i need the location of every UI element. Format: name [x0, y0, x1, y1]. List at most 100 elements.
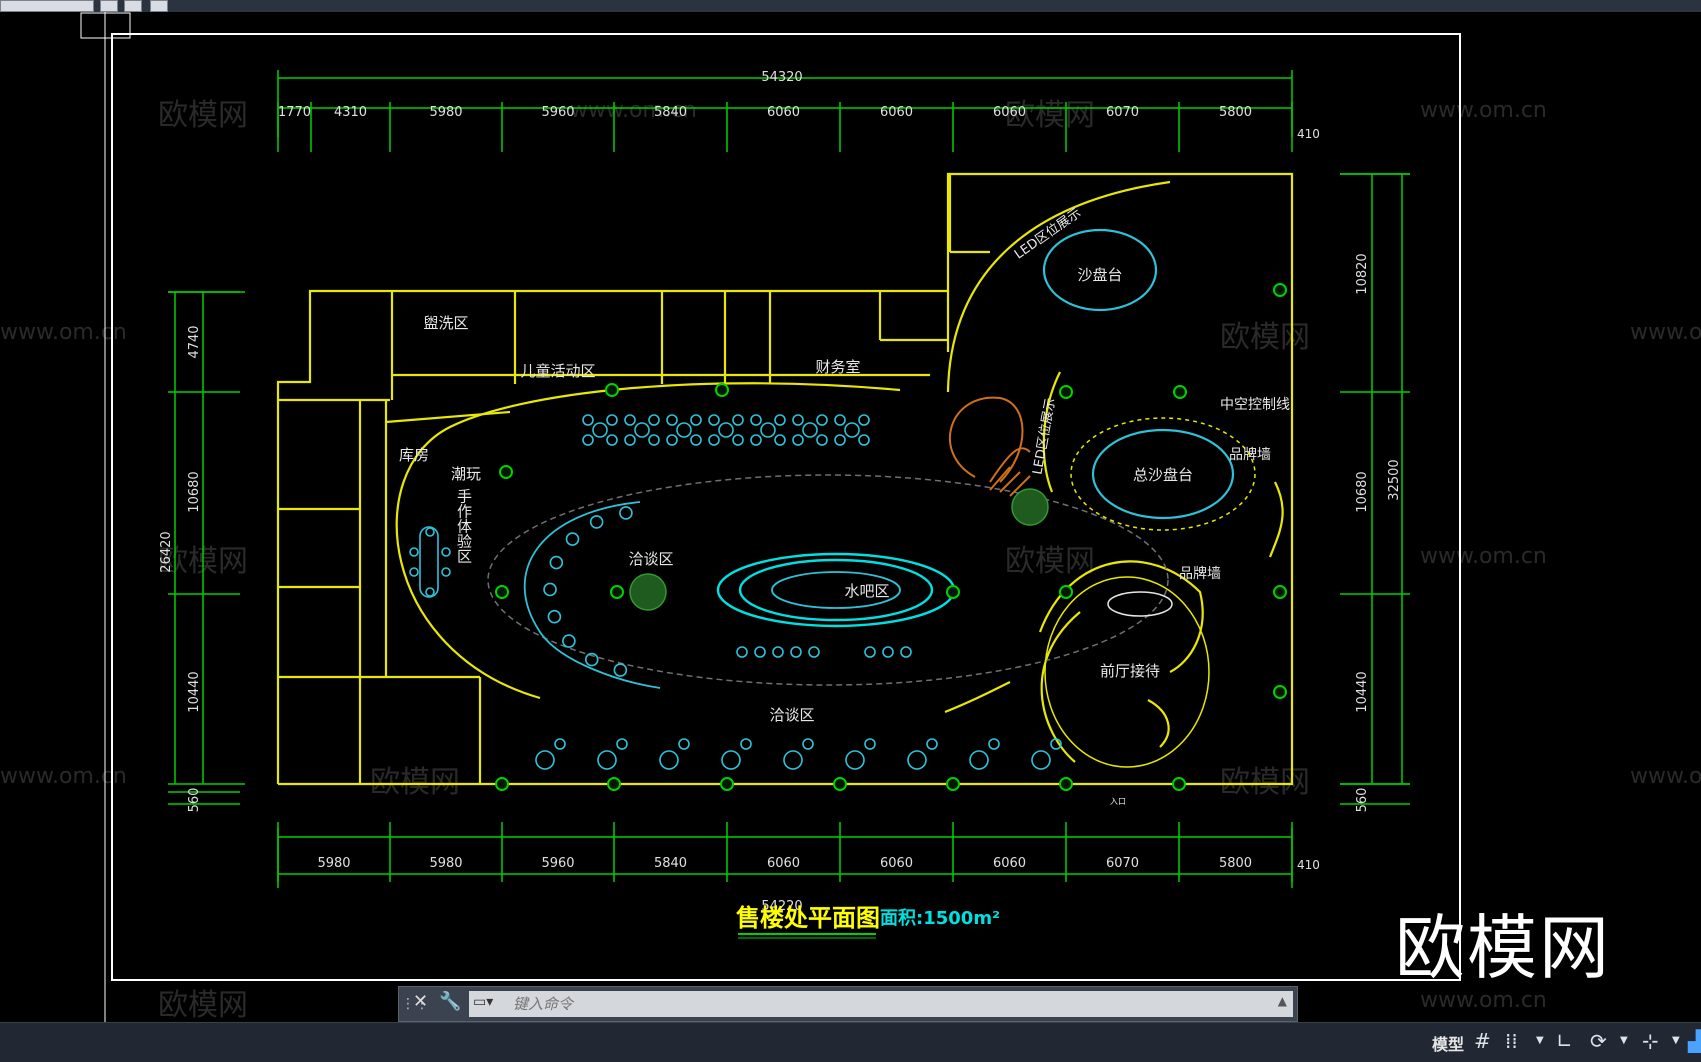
chair — [858, 414, 870, 426]
file-tab[interactable] — [0, 0, 94, 12]
dim-top-value: 5960 — [541, 105, 574, 120]
column — [833, 777, 847, 791]
watermark-brand: 欧模网 — [158, 988, 248, 1023]
chevron-up-icon[interactable]: ▲ — [1277, 994, 1287, 1008]
room-trend: 潮玩 — [451, 465, 481, 483]
dim-bottom-value: 6060 — [880, 856, 913, 871]
chair — [802, 738, 814, 750]
dim-top-value: 5800 — [1219, 105, 1252, 120]
chair — [864, 738, 876, 750]
seating — [409, 414, 1062, 770]
polar-icon[interactable]: ⟳ — [1590, 1029, 1607, 1053]
dim-left-value: 560 — [187, 788, 202, 813]
watermark-brand: 欧模网 — [1005, 544, 1095, 579]
room-negotiate-1: 洽谈区 — [628, 550, 673, 568]
chair — [708, 434, 720, 446]
spiral-stair — [948, 396, 1031, 497]
chair — [858, 434, 870, 446]
chair — [666, 434, 678, 446]
chair — [562, 634, 576, 648]
dim-top-total: 54320 — [761, 70, 802, 85]
chair — [844, 422, 860, 438]
chair — [409, 547, 419, 557]
ortho-icon[interactable]: ∟ — [1556, 1029, 1573, 1053]
dim-top-value: 5840 — [654, 105, 687, 120]
chair — [926, 738, 938, 750]
dim-top-value: 5980 — [429, 105, 462, 120]
chair — [740, 738, 752, 750]
chevron-down-icon[interactable]: ▼ — [1620, 1035, 1628, 1046]
snap-icon[interactable]: ⁞⁞ — [1505, 1029, 1518, 1053]
close-icon[interactable]: ✕ — [413, 991, 429, 1012]
status-bar: 模型 # ⁞⁞ ▼ ∟ ⟳ ▼ ⊹ ▼ ▟ — [0, 1022, 1701, 1062]
chair — [597, 750, 617, 770]
dim-bottom-right: 410 — [1297, 858, 1320, 872]
chair — [613, 663, 628, 677]
chair — [783, 750, 803, 770]
chair — [834, 414, 846, 426]
model-space-button[interactable]: 模型 — [1432, 1035, 1465, 1054]
dim-top-value: 4310 — [334, 105, 367, 120]
column — [1059, 585, 1073, 599]
label-entrance: 入口 — [1110, 797, 1126, 806]
chevron-down-icon[interactable]: ▼ — [1536, 1035, 1544, 1046]
dimension-lines — [168, 70, 1410, 888]
chair — [1050, 738, 1062, 750]
watermark-logo: 欧模网 — [1395, 907, 1611, 989]
column — [607, 777, 621, 791]
chair — [592, 422, 608, 438]
room-main-sand-table: 总沙盘台 — [1133, 466, 1193, 484]
chair — [792, 414, 804, 426]
dim-top-value: 6060 — [993, 105, 1026, 120]
dim-bottom-value: 5960 — [541, 856, 574, 871]
chair — [750, 414, 762, 426]
chair — [606, 414, 618, 426]
column — [715, 383, 729, 397]
chair — [425, 527, 435, 537]
watermark-url: www.om.cn — [0, 320, 127, 345]
chair — [690, 434, 702, 446]
chair — [708, 414, 720, 426]
dim-right-value: 10680 — [1355, 471, 1370, 512]
dim-top-value: 6060 — [767, 105, 800, 120]
dim-top-right: 410 — [1297, 127, 1320, 141]
chair — [554, 738, 566, 750]
grid-icon[interactable]: # — [1474, 1029, 1491, 1053]
command-input[interactable] — [511, 992, 1255, 1016]
chair — [582, 414, 594, 426]
chair — [816, 414, 828, 426]
floor-plan-drawing: 54320 54220 410 410 26420 32500 盥洗区 儿童活动… — [80, 12, 1461, 1022]
watermark-url: www.om.cn — [1420, 544, 1547, 569]
open-icon[interactable] — [124, 0, 142, 12]
chair — [543, 582, 557, 597]
command-prompt-icon[interactable]: ▭▾ — [473, 994, 494, 1010]
water-bar — [716, 552, 956, 628]
wrench-icon[interactable]: 🔧 — [439, 991, 462, 1012]
chair — [690, 414, 702, 426]
chair — [606, 434, 618, 446]
dim-bottom-value: 6070 — [1106, 856, 1139, 871]
chair — [624, 414, 636, 426]
watermark-url: www.om.cn — [1420, 988, 1547, 1013]
chevron-down-icon[interactable]: ▼ — [1672, 1035, 1680, 1046]
new-icon[interactable] — [100, 0, 118, 12]
dynamic-input-icon[interactable]: ▟ — [1688, 1029, 1701, 1053]
save-icon[interactable] — [150, 0, 168, 12]
room-water-bar: 水吧区 — [844, 582, 889, 600]
dim-left-value: 10680 — [187, 471, 202, 512]
title-bar — [0, 0, 1701, 12]
dim-top-value: 6060 — [880, 105, 913, 120]
grip-icon[interactable]: ⋮⋮ — [401, 996, 429, 1012]
plant — [629, 573, 667, 611]
column — [1273, 585, 1287, 599]
chair — [834, 434, 846, 446]
watermark-brand: 欧模网 — [1220, 765, 1310, 800]
column — [499, 465, 513, 479]
chair — [547, 609, 562, 624]
dim-top-value: 1770 — [278, 105, 311, 120]
room-kids: 儿童活动区 — [520, 362, 595, 380]
osnap-icon[interactable]: ⊹ — [1642, 1029, 1659, 1053]
chair — [616, 738, 628, 750]
column — [946, 777, 960, 791]
drawing-canvas[interactable]: 欧模网 欧模网 www.om.cn www.om.cn 欧模网 www.om.c… — [0, 12, 1701, 1023]
